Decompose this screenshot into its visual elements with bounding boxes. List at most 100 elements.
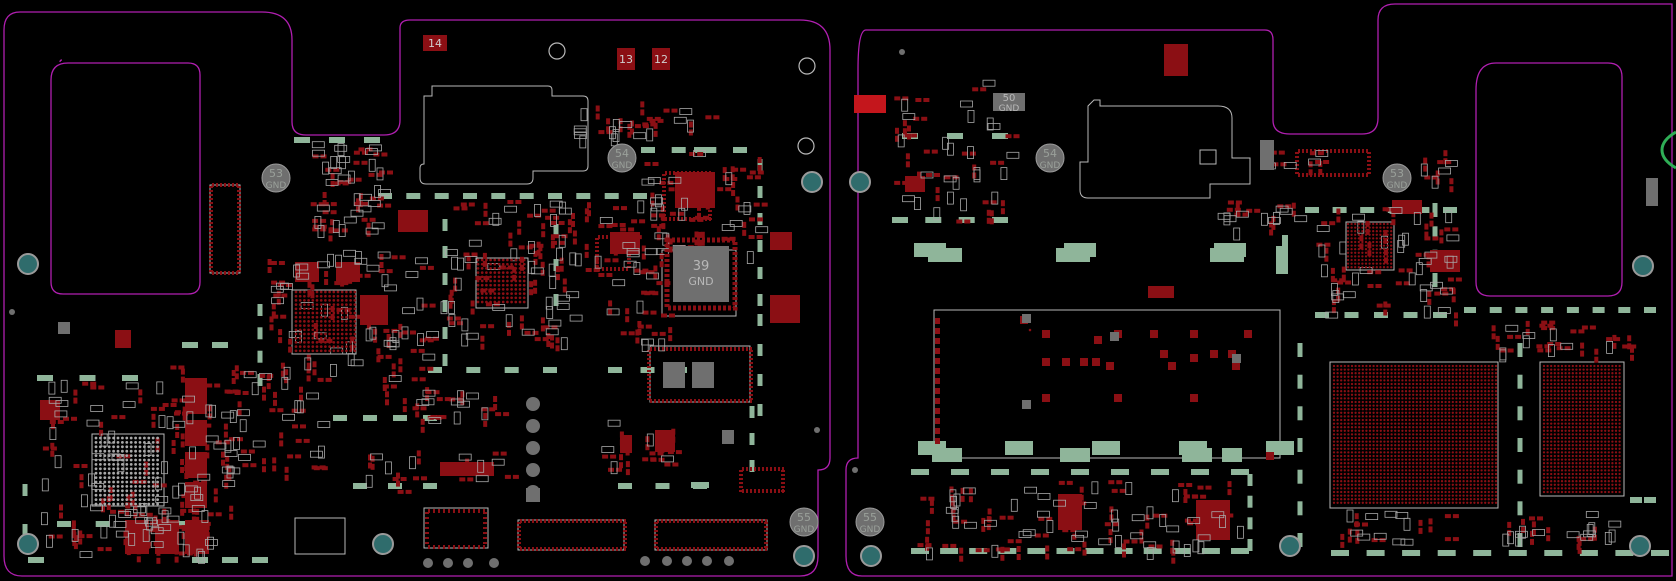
smd-pad [895, 127, 899, 134]
smd-pad [467, 477, 474, 482]
bga-ball [1484, 454, 1487, 458]
bga-ball [1340, 476, 1343, 479]
passive-outline [1384, 510, 1398, 518]
bga-ball [328, 303, 331, 306]
bga-ball [303, 299, 306, 302]
ic-pin [722, 347, 724, 351]
bga-ball [1354, 368, 1357, 371]
bga-ball [1440, 483, 1444, 486]
smd-pad [656, 226, 661, 233]
bga-ball [1372, 447, 1375, 450]
ic-pin [764, 542, 768, 544]
ic-pin [1367, 152, 1371, 154]
bga-ball [1448, 429, 1451, 432]
smd-pad [659, 253, 664, 260]
ic-pin [657, 547, 659, 551]
land-pad [1106, 362, 1114, 370]
land-pad [1232, 362, 1240, 370]
bga-ball [340, 303, 344, 306]
bga-ball [1546, 408, 1549, 411]
bga-ball [294, 336, 298, 340]
bga-ball [1437, 408, 1440, 411]
bga-ball [1484, 433, 1487, 436]
bga-ball [1368, 454, 1372, 458]
bga-ball [1365, 426, 1368, 429]
smd-pad [466, 255, 471, 262]
smd-pad [1336, 295, 1341, 302]
bga-ball [493, 279, 497, 283]
bga-ball [1433, 415, 1436, 418]
fence-pad [442, 300, 448, 312]
bga-ball [1553, 386, 1556, 389]
bga-ball [1401, 408, 1404, 411]
ic-pin [665, 171, 667, 175]
bga-ball [506, 262, 509, 266]
bga-ball [1347, 444, 1350, 447]
bga-ball [1494, 408, 1498, 411]
bga-ball [1426, 404, 1429, 407]
bga-ball [1386, 393, 1390, 396]
ic-pin [749, 547, 751, 551]
bga-ball [1430, 375, 1433, 378]
bga-ball [1571, 386, 1574, 389]
passive-outline [1445, 159, 1458, 167]
passive-outline [1566, 531, 1580, 539]
bga-ball [112, 462, 116, 466]
bga-ball [1394, 426, 1397, 429]
smd-pad [512, 474, 519, 479]
bga-ball [1340, 436, 1343, 440]
bga-ball [1546, 404, 1549, 407]
bga-ball [1494, 458, 1498, 461]
bga-ball [1401, 375, 1404, 378]
bga-ball [1408, 404, 1411, 407]
smd-pad [538, 245, 543, 252]
smd-pad [668, 327, 673, 334]
bga-ball [1361, 375, 1364, 378]
passive-outline [1159, 514, 1167, 527]
bga-ball [1397, 483, 1400, 486]
smd-pad [460, 399, 465, 406]
bga-ball [1430, 494, 1433, 497]
bga-ball [1440, 501, 1444, 504]
smd-pad [463, 252, 470, 257]
passive-outline [1507, 531, 1514, 545]
bga-ball [1394, 375, 1397, 378]
bga-ball [1430, 382, 1433, 386]
bga-ball [1568, 465, 1571, 468]
bga-ball [1386, 476, 1390, 479]
bga-ball [1426, 415, 1429, 418]
ic-pin [745, 547, 747, 551]
bga-ball [349, 303, 352, 306]
ic-pin [761, 519, 763, 523]
smd-pad [545, 215, 552, 220]
smd-pad [641, 290, 648, 295]
bga-ball [506, 288, 509, 291]
passive-outline [1392, 538, 1406, 546]
bga-ball [1491, 415, 1494, 418]
passive-outline [196, 548, 204, 562]
passive-outline [71, 529, 79, 542]
bga-ball [1426, 444, 1429, 447]
bga-ball [328, 290, 331, 294]
bga-ball [1542, 415, 1546, 418]
bga-ball [340, 315, 344, 319]
fence-pad [1231, 469, 1249, 475]
smd-pad [72, 532, 77, 538]
bga-ball [151, 449, 155, 453]
bga-ball [1332, 440, 1336, 443]
bga-ball [1379, 397, 1382, 400]
bga-ball [1560, 444, 1564, 447]
smd-pad [1441, 287, 1448, 292]
bga-ball [112, 484, 116, 488]
smd-pad [1451, 296, 1456, 303]
bga-ball [476, 262, 480, 266]
bga-ball [1448, 393, 1451, 396]
passive-outline [1022, 529, 1036, 537]
bga-ball [1394, 487, 1397, 490]
bga-ball [1365, 368, 1368, 371]
ic-pin [781, 474, 785, 476]
bga-ball [1469, 372, 1472, 375]
smd-pad [78, 538, 83, 545]
ic-pin [618, 235, 620, 239]
passive-outline [386, 340, 400, 348]
